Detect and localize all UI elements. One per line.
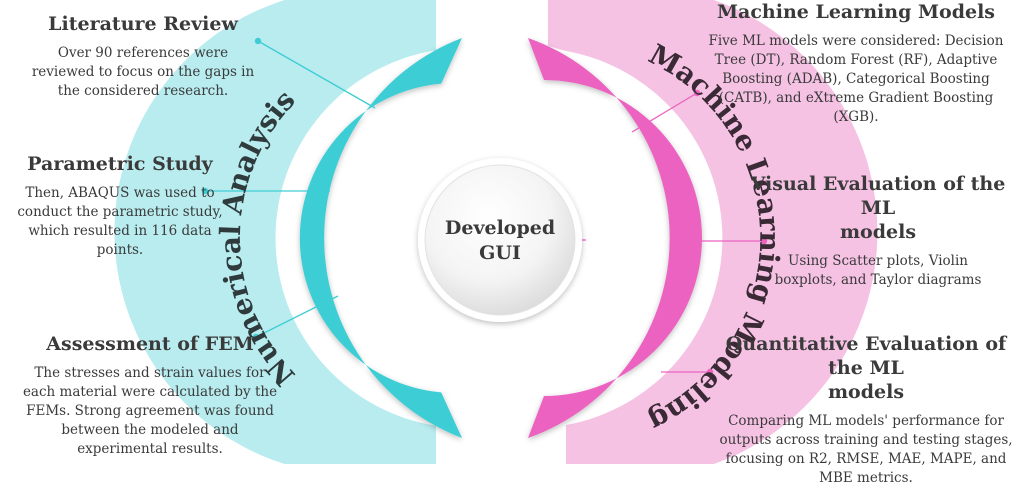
parametric-study-text: Then, ABAQUS was used to conduct the par… (10, 184, 230, 260)
parametric-study-block: Parametric Study Then, ABAQUS was used t… (10, 152, 230, 260)
right-main-arc (528, 38, 702, 438)
text-line: focusing on R2, RMSE, MAE, MAPE, and (725, 451, 1007, 467)
connector-literature (257, 40, 376, 109)
visual-evaluation-title: Visual Evaluation of the ML models (740, 172, 1016, 244)
text-line: The stresses and strain values for (34, 365, 266, 381)
connector-ml-models (631, 92, 698, 133)
text-line: boxplots, and Taylor diagrams (774, 272, 982, 288)
text-line: points. (96, 242, 144, 258)
text-line: between the modeled and (61, 422, 239, 438)
center-label-line2: GUI (479, 242, 521, 264)
right-outer-arc (548, 0, 878, 464)
visual-evaluation-text: Using Scatter plots, Violin boxplots, an… (740, 252, 1016, 290)
title-line: Quantitative Evaluation of the ML (725, 333, 1007, 379)
text-line: experimental results. (77, 441, 223, 457)
title-line: Visual Evaluation of the ML (750, 173, 1006, 219)
title-line: models (839, 221, 917, 243)
text-line: FEMs. Strong agreement was found (26, 403, 274, 419)
text-line: the considered research. (57, 83, 229, 99)
connectors (201, 37, 768, 376)
center-circle (424, 164, 576, 316)
text-line: Using Scatter plots, Violin (787, 253, 968, 269)
diagram-canvas: Numerical Analysis Machine Learning Mode… (114, 0, 878, 464)
assessment-fem-text: The stresses and strain values for each … (10, 364, 290, 459)
connector-dot-literature (254, 37, 262, 45)
text-line: MBE metrics. (819, 470, 913, 486)
parametric-study-title: Parametric Study (27, 153, 213, 175)
visual-evaluation-block: Visual Evaluation of the ML models Using… (740, 172, 1016, 290)
connector-fem (255, 295, 339, 338)
center-label: Developed GUI (436, 216, 564, 266)
text-line: Boosting (ADAB), Categorical Boosting (722, 71, 990, 87)
quantitative-evaluation-block: Quantitative Evaluation of the ML models… (712, 332, 1020, 488)
title-line: models (827, 381, 905, 403)
text-line: Five ML models were considered: Decision (708, 33, 1004, 49)
literature-review-title: Literature Review (48, 13, 238, 35)
quantitative-evaluation-title: Quantitative Evaluation of the ML models (712, 332, 1020, 404)
connector-dot-ml-models (693, 89, 701, 97)
ml-models-block: Machine Learning Models Five ML models w… (706, 0, 1006, 127)
text-line: each material were calculated by the (22, 384, 278, 400)
center-label-line1: Developed (444, 217, 556, 239)
left-outer-arc (114, 0, 436, 464)
text-line: Then, ABAQUS was used to (25, 185, 215, 201)
text-line: (CATB), and eXtreme Gradient Boosting (718, 90, 994, 106)
text-line: outputs across training and testing stag… (719, 432, 1013, 448)
text-line: conduct the parametric study, (17, 204, 223, 220)
text-line: Comparing ML models' performance for (728, 413, 1004, 429)
literature-review-text: Over 90 references were reviewed to focu… (18, 44, 268, 101)
text-line: (XGB). (833, 109, 879, 125)
text-line: Over 90 references were (57, 45, 229, 61)
left-main-arc (299, 38, 462, 438)
connector-dot-parametric (201, 187, 209, 195)
text-line: which resulted in 116 data (28, 223, 212, 239)
assessment-fem-block: Assessment of FEM The stresses and strai… (10, 332, 290, 459)
literature-review-block: Literature Review Over 90 references wer… (18, 12, 268, 101)
connector-dot-quant (706, 368, 714, 376)
connector-dot-visual (760, 237, 768, 245)
assessment-fem-title: Assessment of FEM (46, 333, 254, 355)
connector-dot-fem (252, 333, 260, 341)
text-line: Tree (DT), Random Forest (RF), Adaptive (714, 52, 998, 68)
text-line: reviewed to focus on the gaps in (31, 64, 255, 80)
ml-models-title: Machine Learning Models (717, 1, 995, 23)
quantitative-evaluation-text: Comparing ML models' performance for out… (712, 412, 1020, 488)
ml-models-text: Five ML models were considered: Decision… (706, 32, 1006, 127)
